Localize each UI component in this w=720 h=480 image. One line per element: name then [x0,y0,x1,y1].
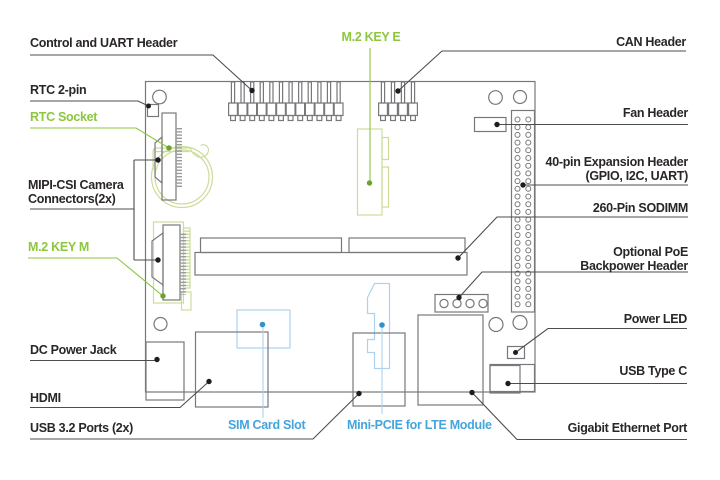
label-expansion-line2: (GPIO, I2C, UART) [585,168,688,183]
leader-sodimm [457,216,688,259]
label-rtc-2pin: RTC 2-pin [30,83,87,97]
dc-power-jack-shape [145,341,185,401]
mounting-hole [153,316,168,332]
board-outline [144,80,536,393]
label-control-uart-header: Control and UART Header [30,36,178,50]
label-fan-header: Fan Header [622,106,688,120]
control-uart-header-pins [228,81,344,122]
usb-c-port-shape [489,363,536,394]
can-header-pins [378,81,419,122]
label-poe-line1: Optional PoE [613,245,688,259]
leader-usb32 [30,393,360,440]
label-gigabit-ethernet: Gigabit Ethernet Port [567,421,688,435]
sodimm-socket-shape [194,237,468,276]
label-hdmi: HDMI [30,391,61,405]
label-usb-type-c: USB Type C [619,364,687,378]
label-expansion-line1: 40-pin Expansion Header [545,155,689,169]
mounting-hole [488,316,504,333]
rtc-2pin-shape [146,103,160,118]
blue-callout-dots [259,321,385,328]
power-led-shape [506,345,526,360]
mipi-csi-connector-2 [151,224,186,301]
hdmi-port-shape [194,331,269,408]
label-power-led: Power LED [623,312,688,326]
label-expansion-header: 40-pin Expansion Header (GPIO, I2C, UART… [545,155,689,183]
leader-rtc-socket [30,127,170,149]
leader-hdmi [30,381,210,409]
leader-power-led [515,327,687,353]
label-dc-power-jack: DC Power Jack [30,343,117,357]
leader-ethernet [471,392,687,441]
leader-mipi [30,159,158,261]
leader-rtc-2pin [30,100,149,107]
leader-can [397,50,686,92]
usb32-ports-shape [352,332,406,407]
mini-pcie-shape [366,282,391,370]
label-mipi-csi: MIPI-CSI Camera Connectors(2x) [28,178,124,206]
label-usb32-ports: USB 3.2 Ports (2x) [30,421,133,435]
label-sodimm: 260-Pin SODIMM [592,201,688,215]
mounting-hole [512,314,528,331]
expansion-header-shape [510,109,536,313]
label-poe-line2: Backpower Header [580,258,688,273]
label-mini-pcie: Mini-PCIE for LTE Module [347,418,492,432]
label-m2-key-m: M.2 KEY M [28,240,89,254]
callout-dots [146,87,526,397]
leader-control-uart [30,54,253,91]
label-m2-key-e: M.2 KEY E [341,30,401,44]
leader-m2-key-m [28,257,164,297]
label-mipi-line2: Connectors(2x) [28,191,116,206]
label-sim-card-slot: SIM Card Slot [228,418,306,432]
mounting-hole [512,89,528,105]
mounting-hole [152,89,167,105]
leader-poe [458,271,688,298]
ethernet-port-shape [417,314,484,406]
label-rtc-socket: RTC Socket [30,110,98,124]
label-can-header: CAN Header [616,35,686,49]
mounting-holes [152,89,528,333]
label-poe-header: Optional PoE Backpower Header [580,245,688,273]
mounting-hole [488,90,503,105]
label-mipi-line1: MIPI-CSI Camera [28,178,124,192]
green-callout-dots [160,145,373,299]
m2-key-e-connector [356,128,390,216]
